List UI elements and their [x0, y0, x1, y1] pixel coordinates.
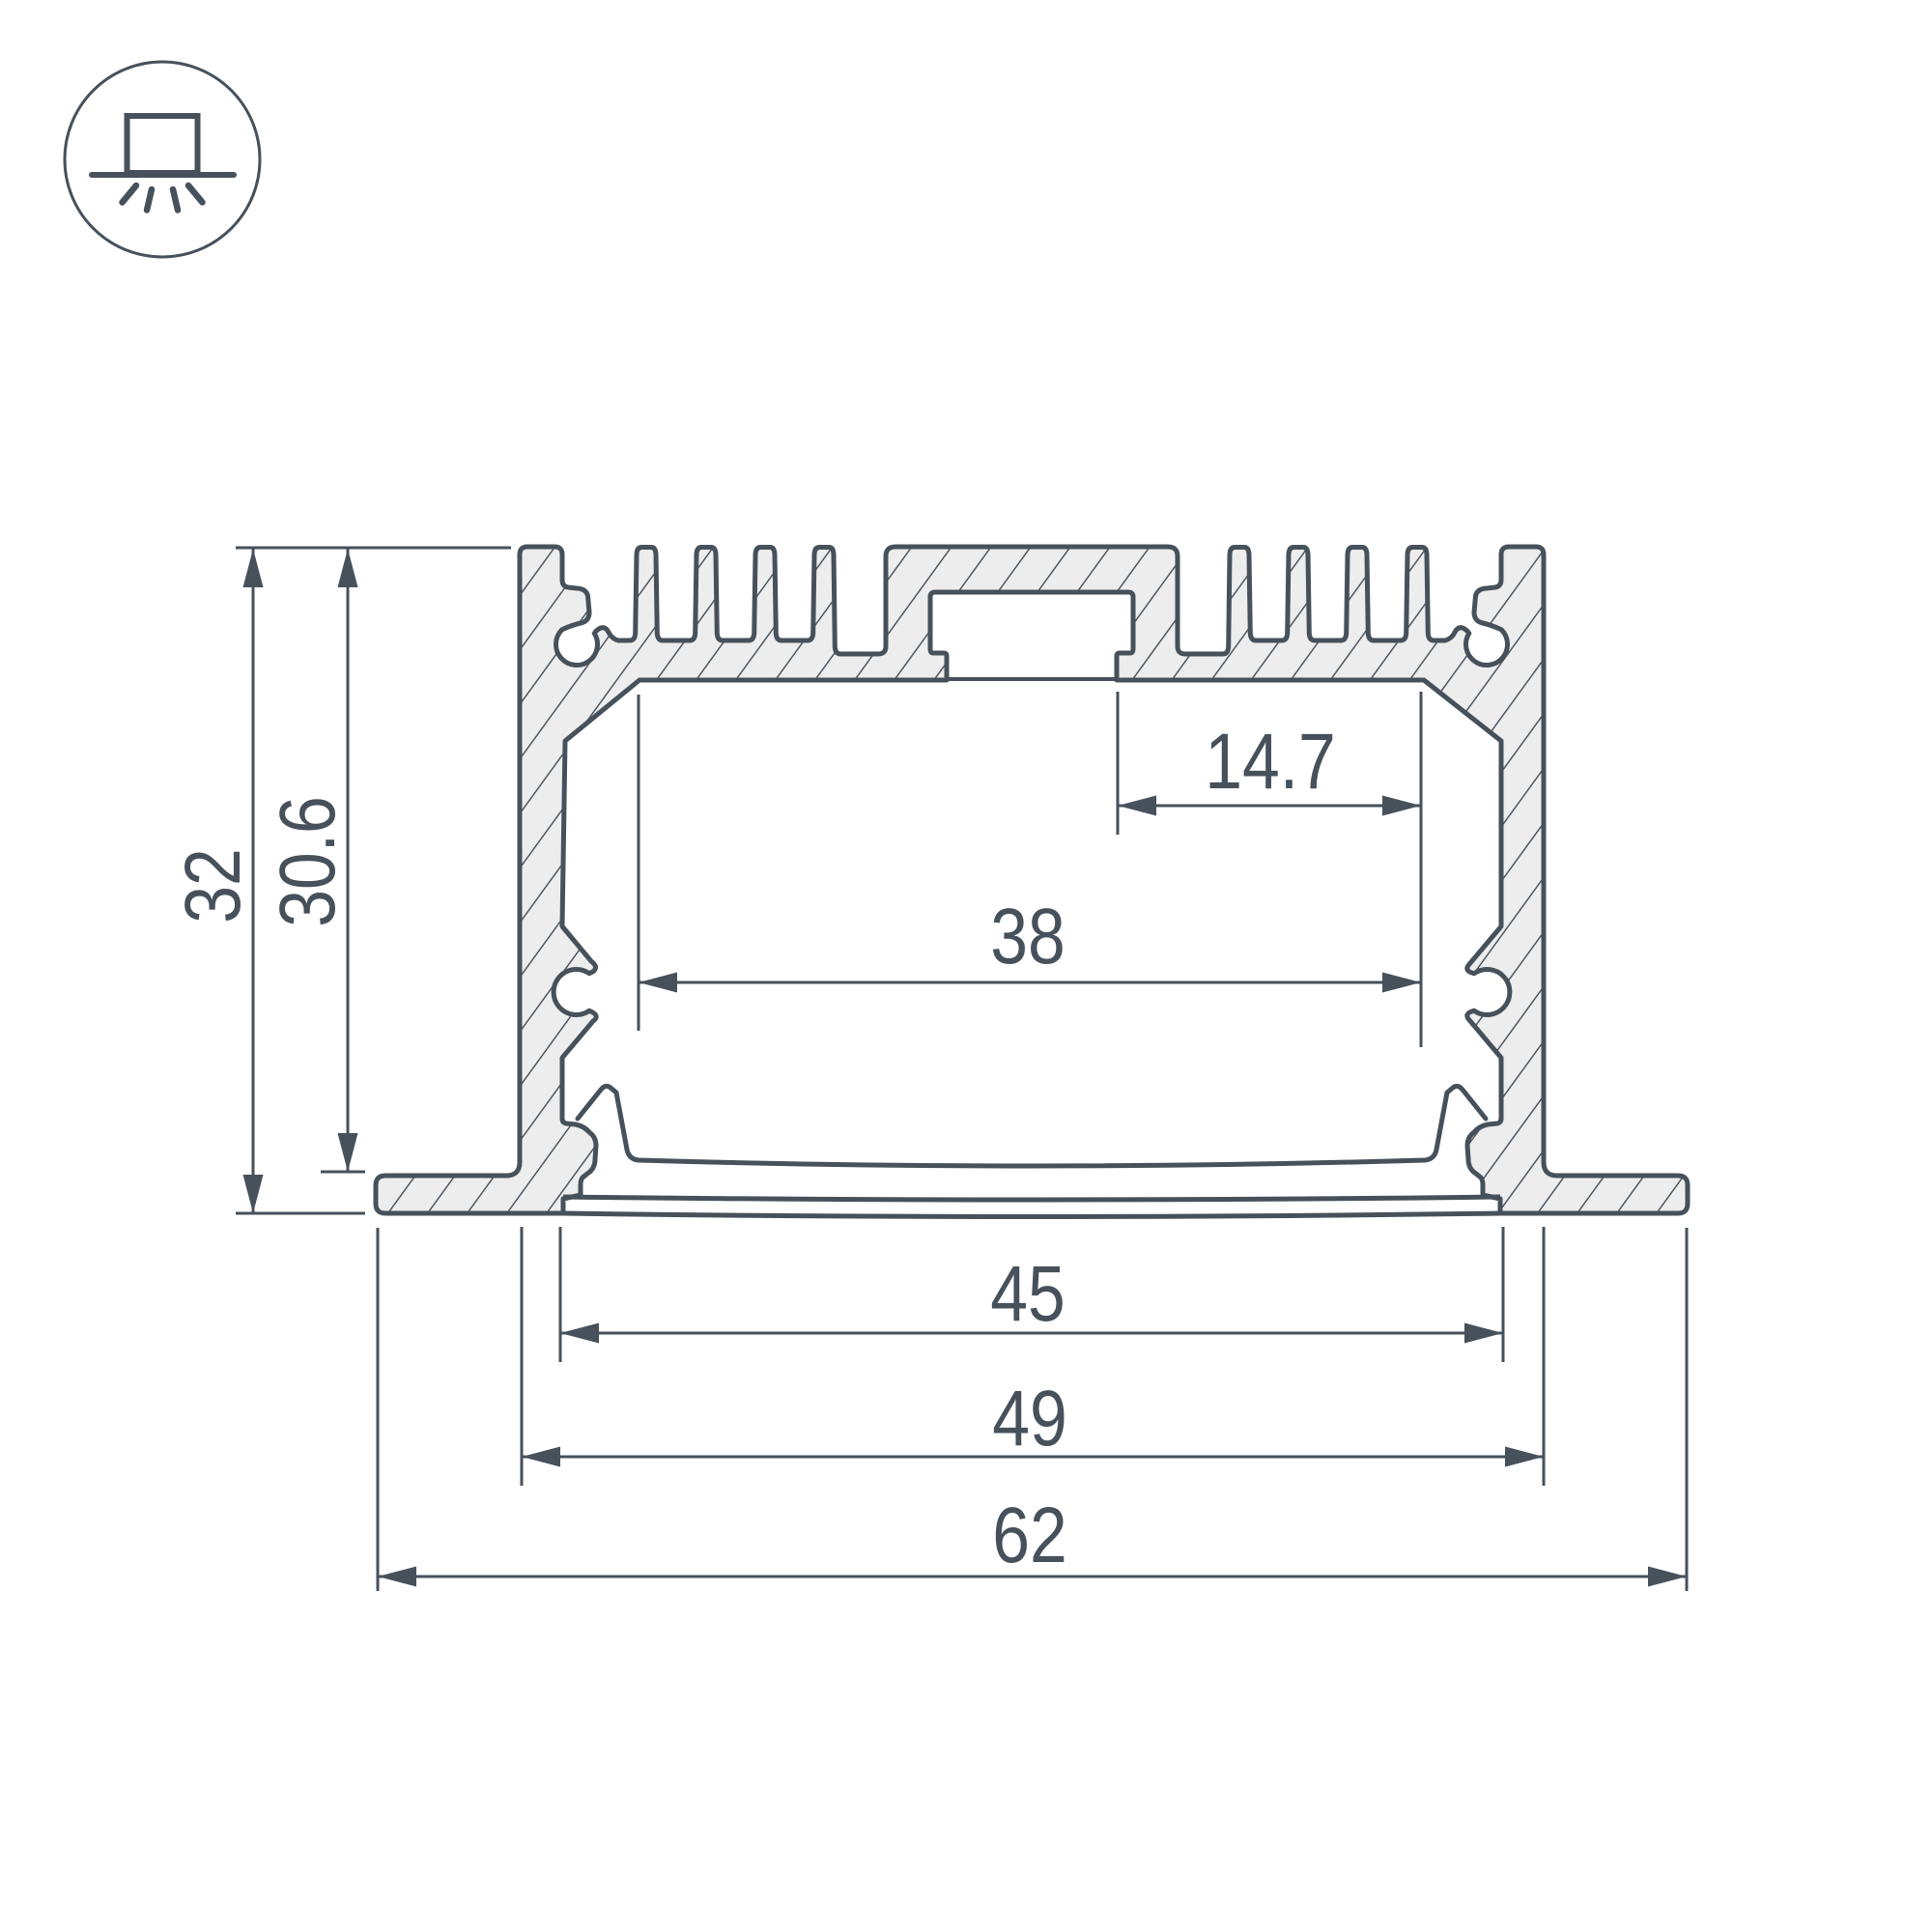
- svg-text:45: 45: [990, 1250, 1065, 1339]
- svg-text:14.7: 14.7: [1205, 718, 1336, 807]
- svg-text:62: 62: [992, 1492, 1067, 1580]
- svg-text:38: 38: [990, 893, 1065, 981]
- svg-text:32: 32: [169, 848, 258, 923]
- svg-text:49: 49: [992, 1375, 1067, 1463]
- svg-text:30.6: 30.6: [264, 796, 353, 927]
